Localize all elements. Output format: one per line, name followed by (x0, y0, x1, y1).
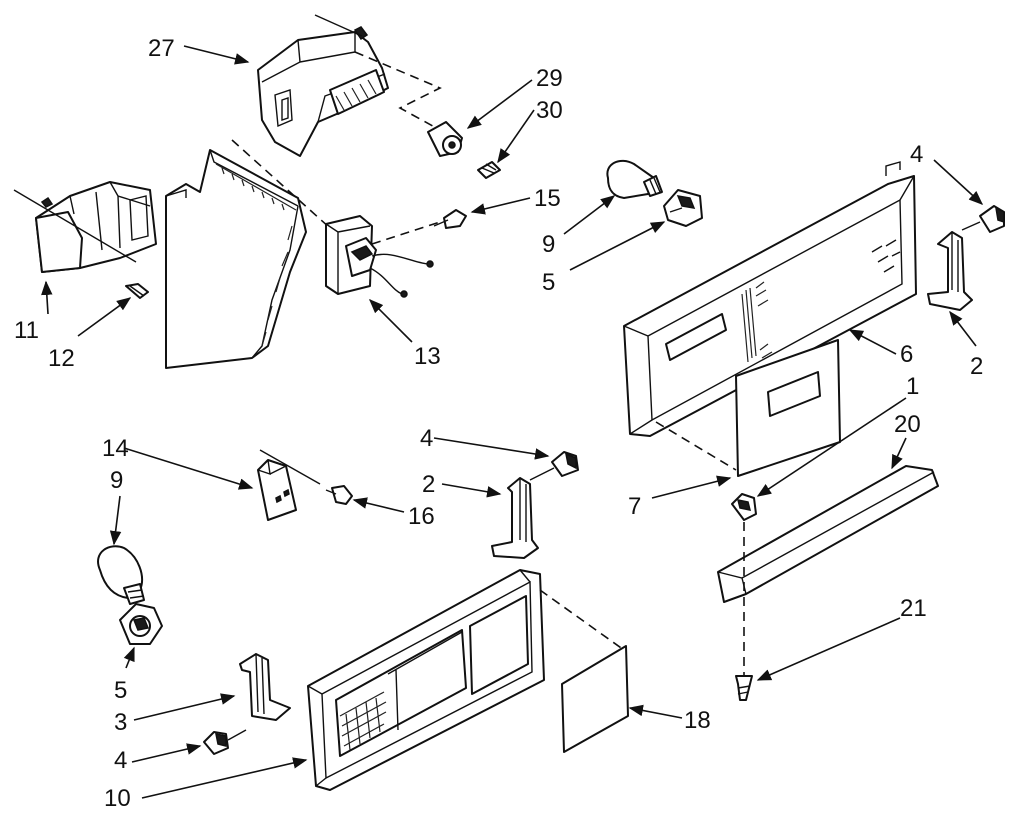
callout-5-upper: 5 (542, 269, 555, 296)
guide-line-27-29 (354, 51, 442, 131)
part-2-bracket-center (491, 477, 539, 559)
part-9-bulb-lower (97, 545, 145, 605)
callout-2-center: 2 (422, 471, 435, 498)
part-15-screw (433, 209, 467, 229)
callout-9-upper: 9 (542, 231, 555, 258)
callout-29: 29 (536, 65, 563, 92)
guide-line-10-18 (539, 589, 625, 651)
leader-lines (41, 45, 984, 799)
part-4-clip-lower (203, 729, 247, 755)
callout-10: 10 (104, 785, 131, 812)
part-4-clip-center (529, 451, 579, 481)
callout-20: 20 (894, 411, 921, 438)
callout-4-upper: 4 (910, 141, 923, 168)
callout-18: 18 (684, 707, 711, 734)
part-1-clip (731, 493, 757, 521)
callout-6: 6 (900, 341, 913, 368)
guide-line-27-duct (231, 139, 331, 229)
part-30-bulb (477, 161, 501, 179)
callout-3: 3 (114, 709, 127, 736)
guide-line-15 (371, 221, 441, 245)
callout-labels: 27 29 30 15 9 5 4 11 12 13 6 2 1 20 7 14… (14, 35, 983, 812)
part-16-screw (325, 485, 353, 505)
part-27-light-housing (257, 14, 389, 157)
part-18-insert-card (561, 645, 629, 753)
callout-7: 7 (628, 493, 641, 520)
part-5-socket-lower (119, 603, 163, 645)
callout-4-center: 4 (420, 425, 433, 452)
part-11-fan-shroud (13, 181, 157, 273)
part-14-switch (257, 449, 321, 521)
callout-5-lower: 5 (114, 677, 127, 704)
air-duct-panel (165, 149, 307, 369)
part-13-socket-bracket (325, 215, 434, 298)
callout-2-right: 2 (970, 353, 983, 380)
callout-27: 27 (148, 35, 175, 62)
callout-16: 16 (408, 503, 435, 530)
callout-9-lower: 9 (110, 467, 123, 494)
part-12-screw (125, 283, 149, 299)
part-21-screw (735, 675, 753, 701)
part-6-control-panel (623, 161, 917, 437)
part-2-bracket-right (927, 231, 973, 311)
guide-line-6-7 (655, 421, 737, 471)
part-10-lower-panel (307, 569, 545, 791)
callout-13: 13 (414, 343, 441, 370)
part-3-bracket (239, 653, 291, 721)
callout-15: 15 (534, 185, 561, 212)
part-20-trim-strip (717, 465, 939, 603)
part-9-bulb-upper (606, 159, 663, 199)
callout-4-lower: 4 (114, 747, 127, 774)
callout-11: 11 (14, 317, 39, 344)
callout-12: 12 (48, 345, 75, 372)
callout-1: 1 (906, 373, 919, 400)
callout-21: 21 (900, 595, 927, 622)
callout-14: 14 (102, 435, 129, 462)
part-29-socket (427, 121, 463, 157)
part-4-clip-upper (961, 205, 1005, 233)
part-5-holder-upper (663, 189, 703, 227)
callout-30: 30 (536, 97, 563, 124)
